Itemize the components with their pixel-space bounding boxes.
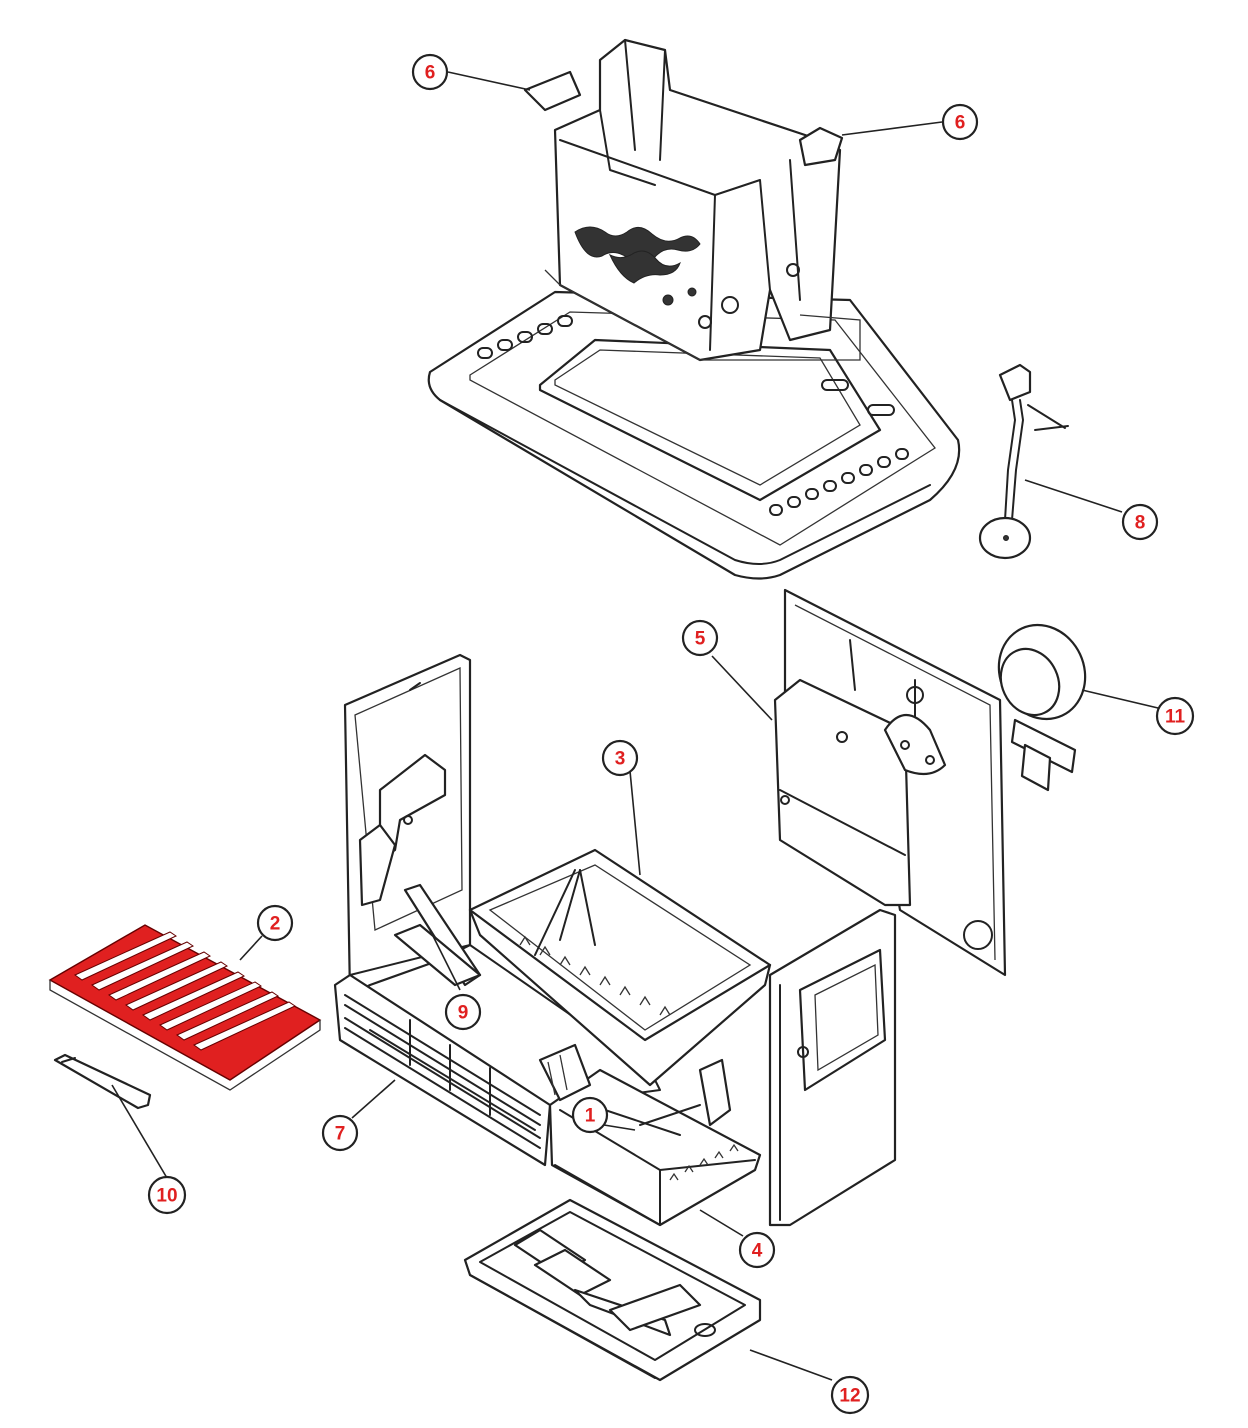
callout-9-label: 9	[458, 1003, 469, 1024]
callout-6b-label: 6	[955, 113, 966, 134]
part-2-grate	[48, 924, 322, 1091]
part-8-damper-rod	[978, 363, 1069, 560]
callout-2: 2	[256, 904, 294, 942]
top-firebox-frame	[523, 38, 861, 362]
callout-7-label: 7	[335, 1124, 346, 1145]
callout-6a-label: 6	[425, 63, 436, 84]
front-louver-bars	[344, 994, 541, 1149]
callout-8-label: 8	[1135, 513, 1146, 534]
callout-9: 9	[444, 993, 482, 1031]
grate-slots	[74, 931, 297, 1051]
part-11-flue-collar	[997, 623, 1087, 792]
callout-10-label: 10	[156, 1186, 177, 1207]
callout-3: 3	[601, 739, 639, 777]
callout-11-label: 11	[1165, 707, 1186, 728]
callout-5-label: 5	[695, 629, 706, 650]
callout-10: 10	[147, 1175, 187, 1215]
part-10-tool	[53, 1053, 152, 1110]
callout-11: 11	[1155, 696, 1195, 736]
callout-5: 5	[681, 619, 719, 657]
callout-12-label: 12	[839, 1386, 860, 1407]
part-5-back-panel	[773, 588, 1007, 977]
callout-4-label: 4	[752, 1241, 763, 1262]
callout-7: 7	[321, 1114, 359, 1152]
callout-8: 8	[1121, 503, 1159, 541]
main-lower-body	[333, 653, 897, 1227]
drawer-ribs	[669, 1143, 739, 1181]
callout-1: 1	[571, 1096, 609, 1134]
callout-1-label: 1	[585, 1106, 596, 1127]
callout-12: 12	[830, 1375, 870, 1415]
callout-3-label: 3	[615, 749, 626, 770]
callout-4: 4	[738, 1231, 776, 1269]
base-vent-slots-left	[477, 315, 573, 359]
leader-lines	[111, 71, 1159, 1381]
callout-6b: 6	[941, 103, 979, 141]
part-12-ash-tray	[463, 1198, 762, 1382]
tray-teeth	[519, 935, 671, 1016]
decorative-scrollwork	[574, 226, 701, 306]
base-vent-slots-right	[769, 379, 909, 516]
callout-6a: 6	[411, 53, 449, 91]
callout-2-label: 2	[270, 914, 281, 935]
top-base-plate	[427, 290, 961, 580]
